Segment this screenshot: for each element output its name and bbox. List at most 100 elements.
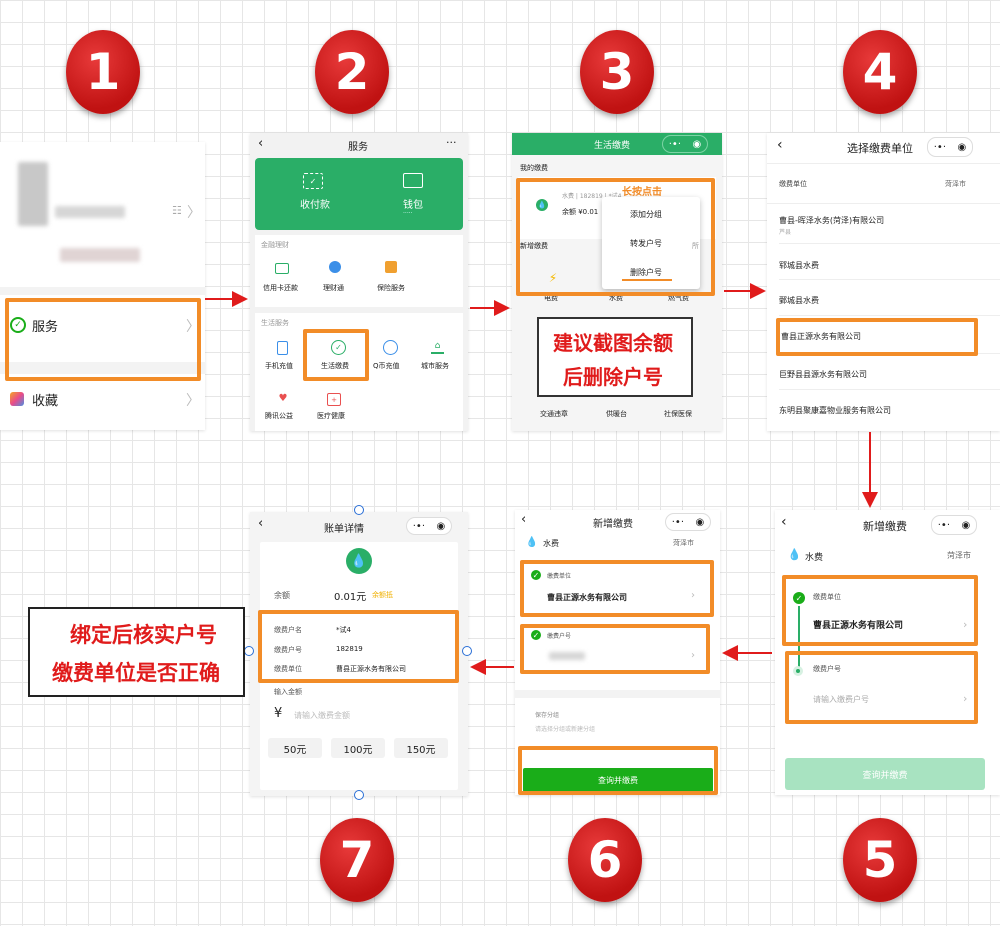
city-selector[interactable]: 菏泽市 [945,180,966,188]
category-item[interactable]: 社保医保 [664,410,692,418]
new-bill-title: 新增缴费 [520,242,548,250]
service-icon: ✓ [10,317,26,333]
finance-item[interactable]: 信用卡还款 [263,284,298,292]
more-icon[interactable]: ··· [446,136,457,149]
capsule-menu[interactable]: ·•·◉ [927,137,973,157]
back-icon[interactable]: ‹ [521,512,527,527]
menu-item-forward[interactable]: 转发户号 [630,239,662,248]
note-line: 缴费单位是否正确 [52,661,220,685]
selection-handle [354,790,364,800]
field-value[interactable]: 曹县正源水务有限公司 [547,593,627,602]
finance-item[interactable]: 理财通 [323,284,344,292]
category-item[interactable]: 交通违章 [540,410,568,418]
insurance-icon [385,261,397,273]
company-item[interactable]: 曹县-晖泽水务(菏泽)有限公司 [779,216,885,225]
balance: 余额 ¥0.01 [562,208,599,216]
menu-item-delete[interactable]: 删除户号 [630,268,662,277]
more-link[interactable]: 所 [692,242,699,250]
highlight-service [5,298,201,381]
finance-item[interactable]: 保险服务 [377,284,405,292]
timeline-line [798,606,800,668]
context-menu: 添加分组 转发户号 删除户号 [602,197,700,289]
step-badge-4: 4 [843,30,917,114]
amount-chip[interactable]: 100元 [331,738,385,758]
page-title: 账单详情 [324,524,364,535]
highlight-unit [520,560,714,617]
capsule-menu[interactable]: ·•·◉ [931,515,977,535]
underline [622,279,672,281]
highlight-account [520,624,710,674]
field-value[interactable]: 曹县正源水务有限公司 [813,621,904,631]
phone-icon [277,341,288,355]
title-bar: 生活缴费 ·•·◉ [512,133,722,155]
capsule-menu[interactable]: ·•·◉ [665,513,711,531]
company-item[interactable]: 巨野县县源水务有限公司 [779,370,867,379]
chevron-right-icon: › [691,590,695,601]
favorites-label[interactable]: 收藏 [32,394,59,409]
back-icon[interactable]: ‹ [258,136,264,151]
amount-input[interactable]: 请输入缴费金额 [294,711,350,720]
field-label: 缴费户号 [274,646,302,654]
long-press-hint: 长按点击 [622,187,662,198]
company-item[interactable]: 郓城县水费 [779,261,819,270]
back-icon[interactable]: ‹ [258,516,264,531]
category-item[interactable]: 燃气费 [668,294,689,302]
pay-label[interactable]: 收付款 [300,200,330,211]
category-item[interactable]: 电费 [544,294,558,302]
chevron-right-icon: 〉 [186,393,200,409]
amount-chip[interactable]: 150元 [394,738,448,758]
company-label: 缴费单位 [779,180,807,188]
city-selector[interactable]: 菏泽市 [947,551,971,560]
submit-button-disabled[interactable]: 查询并缴费 [785,758,985,790]
field-label: 缴费户号 [813,665,841,673]
life-item[interactable]: 城市服务 [421,362,449,370]
category-item[interactable]: 供暖台 [606,410,627,418]
medical-icon: + [327,393,341,406]
back-icon[interactable]: ‹ [781,514,787,530]
section-title: 金融理财 [261,241,289,249]
group-input[interactable]: 请选择分组或新建分组 [535,726,596,733]
chevron-right-icon: › [691,650,695,661]
menu-item-add-group[interactable]: 添加分组 [630,210,662,219]
company-item[interactable]: 鄄城县水费 [779,296,819,305]
wallet-label[interactable]: 钱包 [403,200,423,211]
water-drop-icon: 💧 [536,199,548,211]
panel-1-me-page: ☷ 〉 ✓ 服务 〉 收藏 〉 [0,142,205,430]
submit-button[interactable]: 查询并缴费 [523,768,713,792]
life-item[interactable]: 生活缴费 [321,362,349,370]
pay-icon[interactable]: ✓ [303,173,323,189]
wallet-balance-hidden: ····· [403,210,413,217]
life-item[interactable]: 手机充值 [265,362,293,370]
charity-icon: ♥ [278,392,288,404]
note-line: 绑定后核实户号 [70,623,217,647]
qr-icon[interactable]: ☷ [172,204,182,217]
step-badge-6: 6 [568,818,642,902]
life-item[interactable]: Q币充值 [373,362,400,370]
wealth-icon [329,261,341,273]
finance-section: 金融理财 信用卡还款 理财通 保险服务 [255,235,463,307]
water-drop-icon: 💧 [346,548,372,574]
category-item[interactable]: 水费 [609,294,623,302]
page-title: 新增缴费 [863,520,907,533]
currency-symbol: ¥ [274,706,283,721]
account-input[interactable]: 请输入缴费户号 [813,695,869,704]
city-selector[interactable]: 菏泽市 [673,539,694,547]
life-item[interactable]: 医疗健康 [317,412,345,420]
divider [779,279,1000,280]
note-screenshot-balance: 建议截图余额 后删除户号 [537,317,693,397]
page-title: 服务 [348,142,368,153]
company-item[interactable]: 东明县聚康嘉物业服务有限公司 [779,406,891,415]
field-value: *试4 [336,626,351,634]
page-title: 新增缴费 [593,519,633,530]
life-item[interactable]: 腾讯公益 [265,412,293,420]
chevron-right-icon: › [963,692,968,705]
capsule-menu[interactable]: ·•·◉ [662,135,708,153]
amount-chip[interactable]: 50元 [268,738,322,758]
service-row[interactable]: ✓ 服务 〉 [0,297,205,355]
company-item-selected[interactable]: 曹县正源水务有限公司 [781,332,861,341]
capsule-menu[interactable]: ·•·◉ [406,517,452,535]
wallet-icon[interactable] [403,173,423,188]
pending-dot-icon [793,666,803,676]
back-icon[interactable]: ‹ [777,137,783,153]
note-line: 建议截图余额 [553,331,673,355]
